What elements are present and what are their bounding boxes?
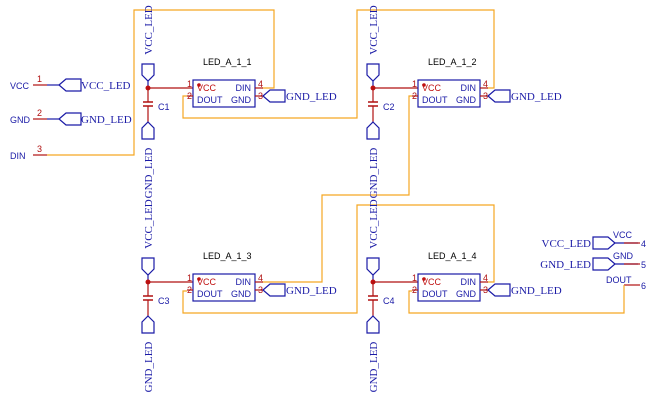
pin-number: 6 [641,281,646,291]
pin-name-gnd: GND [456,95,477,105]
led-cell: VCC_LEDC4GND_LEDVCCDOUTDINGND1243LED_A_1… [366,199,562,393]
led-ref: LED_A_1_4 [428,251,477,261]
pin-number: 4 [483,273,488,283]
pin1-dot [422,277,426,281]
cap-ref: C3 [158,296,170,306]
port-name: DOUT [606,275,632,285]
pin1-dot [197,83,201,87]
pin-number: 4 [258,273,263,283]
pin-name-vcc: VCC [422,83,442,93]
pin1-dot [422,83,426,87]
data-wire [182,9,495,119]
gnd-led-flag [262,89,286,103]
vcc-led-flag [366,257,380,276]
pin-number: 1 [37,74,42,84]
pin-name-gnd: GND [456,289,477,299]
pin-name-dout: DOUT [422,289,448,299]
pin-number: 1 [412,79,417,89]
led-cell: VCC_LEDC3GND_LEDVCCDOUTDINGND1243LED_A_1… [141,199,337,393]
gnd-led-label: GND_LED [143,342,155,393]
net-port-flag [58,112,82,126]
gnd-led-flag [141,121,155,140]
gnd-led-label: GND_LED [511,91,562,103]
data-wire [408,285,625,314]
gnd-led-flag [141,315,155,334]
pin-number: 1 [187,79,192,89]
led-cells: VCC_LEDC1GND_LEDVCCDOUTDINGND1243LED_A_1… [141,5,562,393]
pin-number: 3 [37,144,42,154]
port-name: GND [613,251,634,261]
led-cell: VCC_LEDC1GND_LEDVCCDOUTDINGND1243LED_A_1… [141,5,337,199]
port-name: VCC [613,230,633,240]
vcc-led-label: VCC_LED [143,199,155,249]
pin-name-dout: DOUT [197,95,223,105]
vcc-led-flag [141,257,155,276]
gnd-led-flag [366,315,380,334]
pin-name-din: DIN [461,277,477,287]
vcc-led-label: VCC_LED [368,199,380,249]
pin-number: 4 [483,79,488,89]
gnd-led-label: GND_LED [368,148,380,199]
pin-name-vcc: VCC [197,277,217,287]
led-ref: LED_A_1_1 [203,57,252,67]
vcc-led-label: VCC_LED [368,5,380,55]
data-wire [262,95,412,283]
gnd-led-flag [487,283,511,297]
led-ref: LED_A_1_2 [428,57,477,67]
led-ref: LED_A_1_3 [203,251,252,261]
pin-name-gnd: GND [231,289,252,299]
vcc-led-flag [141,63,155,82]
led-chip-body [417,273,481,302]
led-chip-body [192,79,256,108]
pin-name-din: DIN [461,83,477,93]
port-name: VCC [10,81,30,91]
pin-number: 1 [412,273,417,283]
pin-name-vcc: VCC [197,83,217,93]
gnd-led-flag [366,121,380,140]
cap-ref: C2 [383,102,395,112]
pin-name-dout: DOUT [197,289,223,299]
data-wire [182,204,495,314]
net-port-flag [592,257,616,271]
gnd-led-flag [262,283,286,297]
port-name: GND [10,115,31,125]
gnd-led-label: GND_LED [143,148,155,199]
pin-number: 1 [187,273,192,283]
gnd-led-flag [487,89,511,103]
gnd-led-label: GND_LED [511,285,562,297]
net-label: VCC_LED [81,80,131,92]
din-wire [47,9,275,156]
gnd-led-label: GND_LED [286,91,337,103]
gnd-led-label: GND_LED [368,342,380,393]
pin-number: 4 [641,239,646,249]
pin-number: 4 [258,79,263,89]
data-wires [182,9,625,314]
pin-name-din: DIN [236,83,252,93]
pin-number: 2 [37,108,42,118]
vcc-led-flag [366,63,380,82]
port-name: DIN [10,151,26,161]
net-label: VCC_LED [542,238,592,250]
net-port-flag [592,236,616,250]
pin-name-din: DIN [236,277,252,287]
pin-name-gnd: GND [231,95,252,105]
gnd-led-label: GND_LED [286,285,337,297]
pin1-dot [197,277,201,281]
led-chip-body [417,79,481,108]
net-port-flag [58,78,82,92]
pin-number: 5 [641,260,646,270]
cap-ref: C4 [383,296,395,306]
pin-name-dout: DOUT [422,95,448,105]
net-label: GND_LED [540,259,591,271]
net-label: GND_LED [81,114,132,126]
led-chip-body [192,273,256,302]
vcc-led-label: VCC_LED [143,5,155,55]
cap-ref: C1 [158,102,170,112]
led-cell: VCC_LEDC2GND_LEDVCCDOUTDINGND1243LED_A_1… [366,5,562,199]
pin-name-vcc: VCC [422,277,442,287]
